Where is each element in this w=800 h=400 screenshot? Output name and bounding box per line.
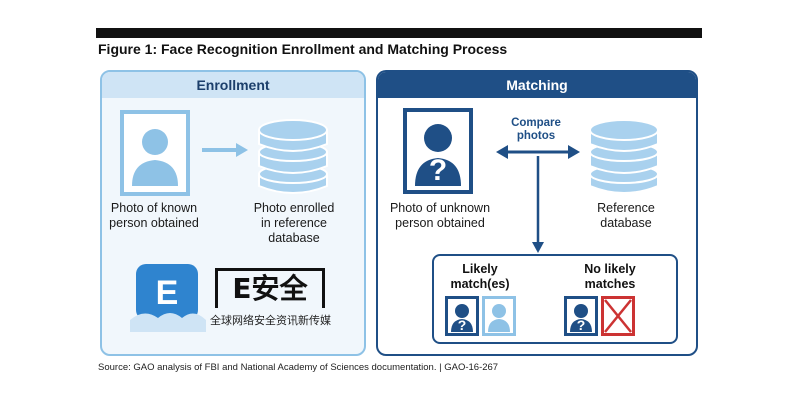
enrolled-database-icon — [258, 119, 328, 194]
result-down-arrow-icon — [532, 156, 544, 253]
probe-thumbnail-icon: ? — [445, 296, 479, 336]
matching-heading: Matching — [378, 72, 696, 98]
figure-title: Figure 1: Face Recognition Enrollment an… — [98, 41, 508, 57]
no-match-x-icon — [601, 296, 635, 336]
source-note: Source: GAO analysis of FBI and National… — [98, 362, 499, 373]
top-rule — [96, 28, 702, 38]
likely-matches-label: Likely match(es) — [450, 262, 510, 291]
watermark-name: E安全 — [215, 268, 325, 308]
reference-db-label: Reference database — [597, 201, 655, 230]
enrollment-heading: Enrollment — [102, 72, 364, 98]
known-person-photo-icon — [120, 110, 190, 196]
compare-double-arrow-icon — [496, 145, 580, 159]
no-likely-matches-label: No likely matches — [584, 262, 636, 291]
reference-database-icon — [589, 119, 659, 194]
enrolled-db-label: Photo enrolled in reference database — [253, 201, 335, 245]
unknown-person-photo-icon: ? — [403, 108, 473, 194]
svg-text:?: ? — [429, 154, 447, 187]
known-photo-label: Photo of known person obtained — [109, 201, 199, 230]
unknown-photo-label: Photo of unknown person obtained — [389, 201, 491, 230]
watermark-letter: E — [156, 274, 179, 312]
watermark-logo-icon: E — [130, 264, 206, 332]
enroll-arrow-icon — [202, 143, 248, 157]
compare-photos-label: Compare photos — [511, 117, 561, 142]
matched-person-thumbnail-icon — [482, 296, 516, 336]
probe-thumbnail-icon: ? — [564, 296, 598, 336]
svg-text:?: ? — [458, 317, 467, 333]
svg-text:?: ? — [577, 317, 586, 333]
watermark-subtitle: 全球网络安全资讯新传媒 — [210, 314, 331, 327]
